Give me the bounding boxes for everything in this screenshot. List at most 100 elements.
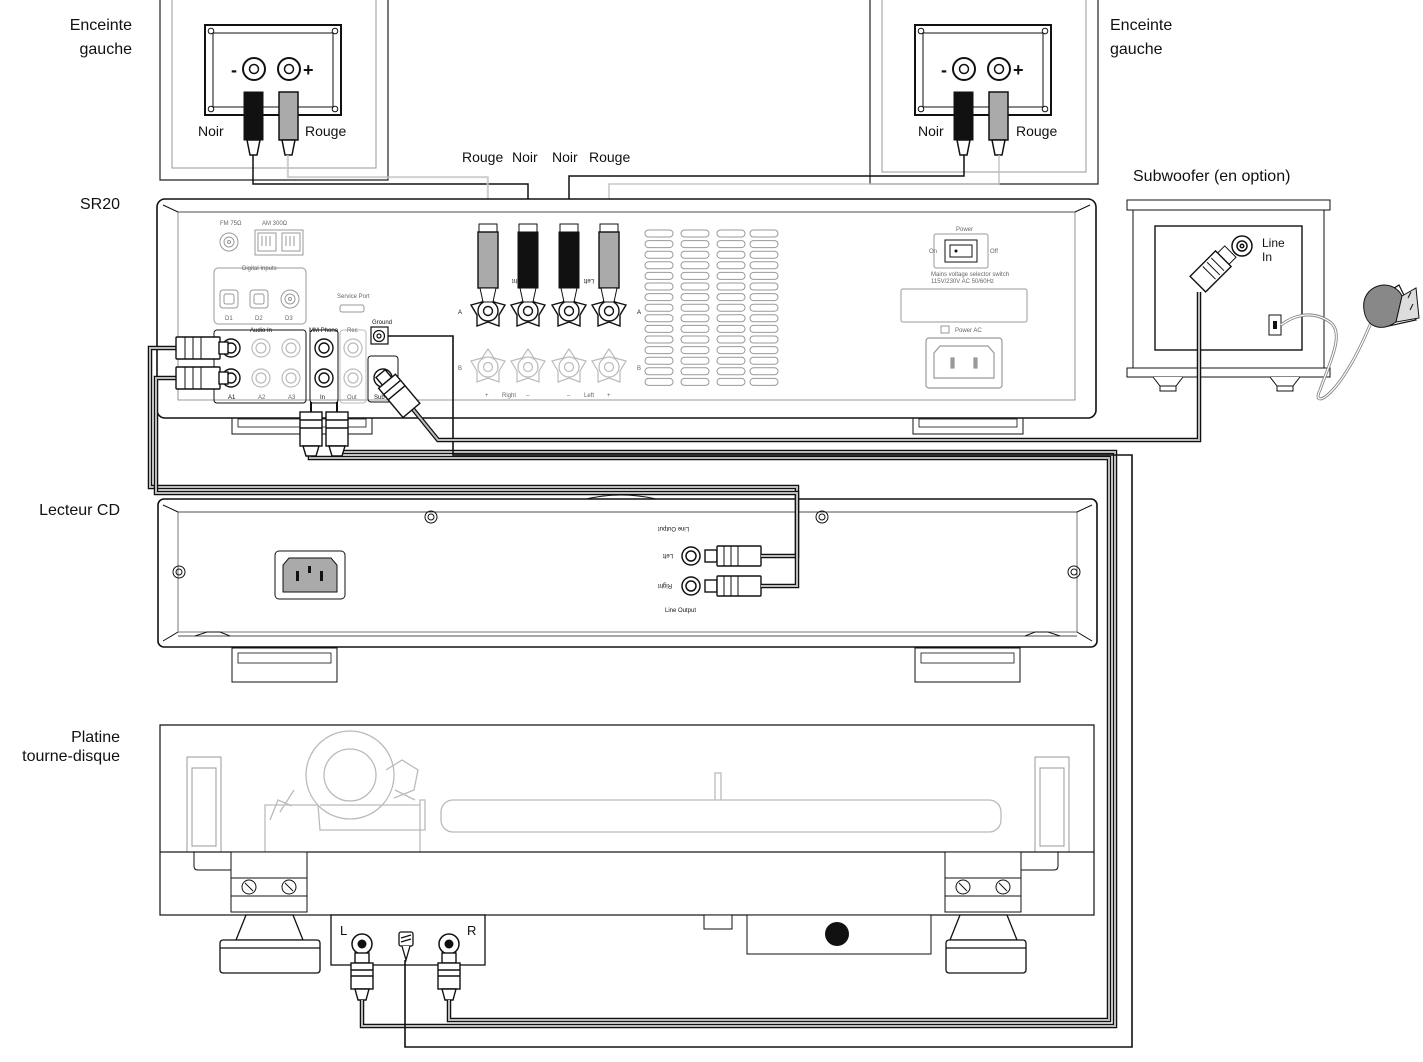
sr20-rec-out-sockets: [343, 338, 363, 388]
vent-slot: [716, 293, 746, 302]
sr20-d3-label: D3: [285, 316, 293, 322]
vent-slot: [644, 303, 674, 312]
vent-slot: [644, 293, 674, 302]
sr20-mains-text-2: 115V/230V AC 50/60Hz: [931, 279, 994, 285]
sr20-power-label: Power: [956, 227, 973, 233]
sr20-sub-plug: [374, 368, 421, 419]
sr20-b-right-label: B: [637, 366, 641, 372]
vent-slot: [644, 240, 674, 249]
vent-slot: [644, 377, 674, 386]
sr20-d2-label: D2: [255, 316, 263, 322]
turntable-tonearm: [264, 730, 426, 852]
turntable-feet: [219, 914, 1027, 974]
vent-slot: [716, 261, 746, 270]
vent-slot: [680, 346, 710, 355]
sr20-power-switch: [944, 239, 978, 263]
sr20-phono-in-sockets: [314, 338, 334, 388]
sr20-right-plus-label: +: [485, 393, 489, 399]
vent-slot: [749, 377, 779, 386]
turntable-r-socket: [438, 933, 460, 955]
sr20-service-port-label: Service Port: [337, 294, 370, 300]
vent-slot: [680, 303, 710, 312]
vent-slot: [749, 250, 779, 259]
mains-plug: [1363, 284, 1420, 328]
vent-slot: [680, 367, 710, 376]
turntable-r-label: R: [467, 923, 476, 938]
left-speaker-plus-terminal: [277, 57, 301, 81]
sr20-fm-label: FM 75Ω: [220, 221, 242, 227]
sr20-rca-plugs-a1: [175, 336, 229, 390]
sr20-a-right-label: A: [637, 310, 641, 316]
sr20-right-label: Right: [502, 393, 516, 399]
sr20-power-panel: [933, 233, 989, 269]
sr20-a2-label: A2: [258, 395, 266, 401]
right-speaker-black-plug: [953, 91, 974, 141]
subwoofer-in-label: In: [1262, 250, 1272, 264]
vent-slot: [644, 271, 674, 280]
vent-slot: [644, 261, 674, 270]
label-left-speaker-line2: gauche: [80, 41, 133, 58]
vent-slot: [644, 367, 674, 376]
sr20-left-minus-label: –: [567, 393, 571, 399]
vent-slot: [749, 261, 779, 270]
label-cd-player: Lecteur CD: [39, 502, 120, 519]
sr20-left-plus-label: +: [607, 393, 611, 399]
sr20-speaker-plugs: [477, 223, 620, 303]
sr20-mm-phono-group: [309, 329, 339, 404]
sr20-digital-inputs-label: Digital Inputs: [242, 266, 277, 272]
sr20-service-port: [339, 304, 365, 313]
sr20-mains-text-1: Mains voltage selector switch: [931, 272, 1009, 278]
left-speaker-red-label: Rouge: [305, 123, 346, 139]
subwoofer-line-in-socket: [1231, 235, 1253, 257]
vent-slot: [749, 314, 779, 323]
sr20-fm-socket: [219, 232, 239, 252]
cd-line-output-sockets: [681, 546, 701, 596]
cd-power-socket: [274, 550, 346, 600]
vent-slot: [644, 314, 674, 323]
sr20-ventilation-grille: [644, 229, 779, 386]
vent-slot: [716, 250, 746, 259]
right-speaker: - + Noir Rouge: [869, 0, 1099, 185]
right-speaker-red-label: Rouge: [1016, 123, 1057, 139]
sr20-audio-in-a2-a3: [251, 338, 301, 388]
label-turntable-line1: Platine: [71, 729, 120, 746]
left-speaker-minus-sign: -: [231, 60, 237, 80]
cd-line-output-bottom-label: Line Output: [665, 608, 696, 614]
vent-slot: [680, 377, 710, 386]
sr20-a-left-label: A: [458, 310, 462, 316]
sr20-rec-label: Rec: [347, 328, 358, 334]
sr20-rca-plugs-phono: [299, 402, 349, 457]
vent-slot: [680, 250, 710, 259]
vent-slot: [716, 367, 746, 376]
turntable-l-socket: [351, 933, 373, 955]
vent-slot: [644, 356, 674, 365]
sr20-digital-inputs: [213, 267, 307, 325]
vent-slot: [716, 356, 746, 365]
vent-slot: [749, 229, 779, 238]
subwoofer-rca-plug: [1189, 245, 1237, 293]
sr20-sub-label: Sub: [374, 395, 385, 401]
sr20-d1-label: D1: [225, 316, 233, 322]
vent-slot: [644, 229, 674, 238]
vent-slot: [749, 335, 779, 344]
sr20-am-terminals: [254, 229, 304, 256]
sr20-rec-out-label: Out: [347, 395, 357, 401]
sr20-a1-label: A1: [228, 395, 236, 401]
left-speaker-red-plug: [278, 91, 299, 141]
sr20-amplifier: FM 75Ω AM 300Ω Digital Inputs D1 D2 D3 S…: [156, 198, 1097, 435]
right-speaker-red-plug: [988, 91, 1009, 141]
sr20-mm-phono-label: MM Phono: [309, 328, 339, 334]
vent-slot: [749, 282, 779, 291]
sr20-power-off-label: Off: [990, 249, 998, 255]
vent-slot: [644, 346, 674, 355]
turntable-ground-terminal: [398, 931, 414, 963]
vent-slot: [680, 261, 710, 270]
label-subwoofer: Subwoofer (en option): [1133, 168, 1290, 185]
vent-slot: [749, 293, 779, 302]
right-speaker-minus-sign: -: [941, 60, 947, 80]
cd-screws: [172, 510, 1081, 579]
vent-slot: [749, 367, 779, 376]
sr20-phono-in-label: In: [320, 395, 325, 401]
left-speaker-minus-terminal: [242, 57, 266, 81]
cable-subwoofer: [402, 292, 1202, 443]
